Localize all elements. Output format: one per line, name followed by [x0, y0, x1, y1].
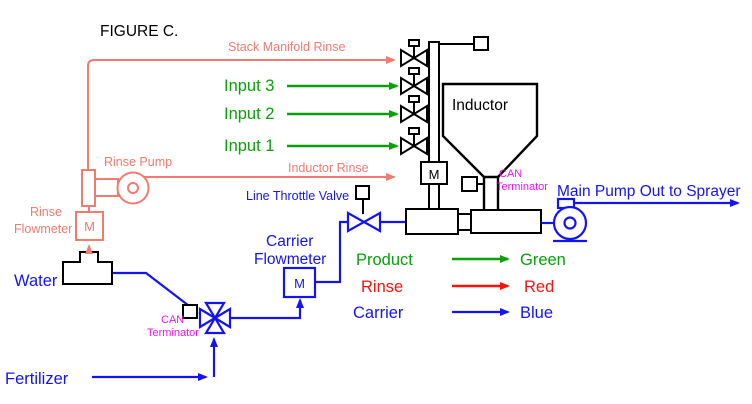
carrier-flowmeter-box — [282, 266, 317, 299]
carrier-mixing-valve — [198, 301, 232, 335]
water-label: Water — [14, 272, 58, 290]
manifold-valve-1 — [400, 39, 428, 68]
rinse-pump-label: Rinse Pump — [104, 155, 172, 169]
legend-green-name: Green — [520, 251, 566, 269]
fertilizer-label: Fertilizer — [5, 370, 69, 388]
manifold-pipe — [428, 41, 474, 210]
line-throttle-valve — [346, 211, 382, 233]
rinse-pump-symbol — [81, 169, 150, 207]
manifold-m-label: M — [429, 167, 440, 182]
rinse-flowmeter-label-1: Rinse — [30, 205, 62, 219]
base-pipe-assembly — [405, 208, 542, 235]
inductor-hopper — [441, 82, 539, 179]
stack-manifold-rinse-label: Stack Manifold Rinse — [228, 40, 345, 54]
manifold-valve-2 — [400, 67, 428, 96]
legend: Product Green Rinse Red Carrier Blue — [353, 251, 566, 322]
valve-to-flowmeter-line — [230, 298, 304, 320]
main-pump-symbol — [552, 197, 588, 243]
rinse-flowmeter-label-2: Flowmeter — [14, 222, 72, 236]
rinse-flowmeter: M — [75, 211, 104, 241]
carrier-flowmeter-label-1: Carrier — [266, 233, 313, 250]
legend-row-product: Product Green — [356, 251, 566, 269]
throttle-valve-actuator — [355, 185, 370, 200]
can-terminator-lower-label-2: Terminator — [147, 327, 199, 339]
carrier-flowmeter-m-label: M — [294, 276, 305, 291]
legend-blue-name: Blue — [520, 304, 553, 322]
legend-red-name: Red — [524, 278, 554, 296]
manifold-top-fitting — [473, 36, 489, 51]
can-terminator-lower-label-1: CAN — [161, 314, 184, 326]
can-terminator-upper-box — [461, 176, 478, 192]
manifold-valve-4 — [400, 127, 428, 156]
legend-row-rinse: Rinse Red — [361, 278, 554, 296]
can-terminator-upper-label-1: CAN — [499, 168, 522, 180]
carrier-flowmeter: M — [282, 266, 317, 299]
manifold-m-valve: M — [420, 161, 448, 185]
can-terminator-lower-box — [182, 304, 198, 319]
legend-rinse-label: Rinse — [361, 278, 403, 296]
can-terminator-upper-label-2: Terminator — [496, 181, 548, 193]
input-1-label: Input 1 — [224, 137, 274, 155]
water-line — [112, 271, 199, 314]
inductor-rinse-label: Inductor Rinse — [288, 161, 369, 175]
stack-manifold-rinse-arrow — [87, 56, 396, 170]
flowmeter-to-valve-line — [315, 220, 350, 284]
rinse-flowmeter-m-label: M — [84, 219, 95, 234]
input-2-label: Input 2 — [224, 105, 274, 123]
figure-title: FIGURE C. — [100, 23, 178, 40]
legend-carrier-label: Carrier — [353, 304, 404, 322]
manifold-valve-3 — [400, 95, 428, 124]
input-3-label: Input 3 — [224, 77, 274, 95]
main-pump-out-label: Main Pump Out to Sprayer — [557, 183, 741, 200]
legend-product-label: Product — [356, 251, 413, 269]
carrier-flowmeter-label-2: Flowmeter — [254, 251, 326, 268]
line-throttle-valve-label: Line Throttle Valve — [246, 189, 349, 203]
water-fitting — [62, 251, 113, 285]
legend-row-carrier: Carrier Blue — [353, 304, 553, 322]
rinse-flowmeter-box — [75, 211, 104, 241]
inductor-label: Inductor — [452, 97, 508, 114]
